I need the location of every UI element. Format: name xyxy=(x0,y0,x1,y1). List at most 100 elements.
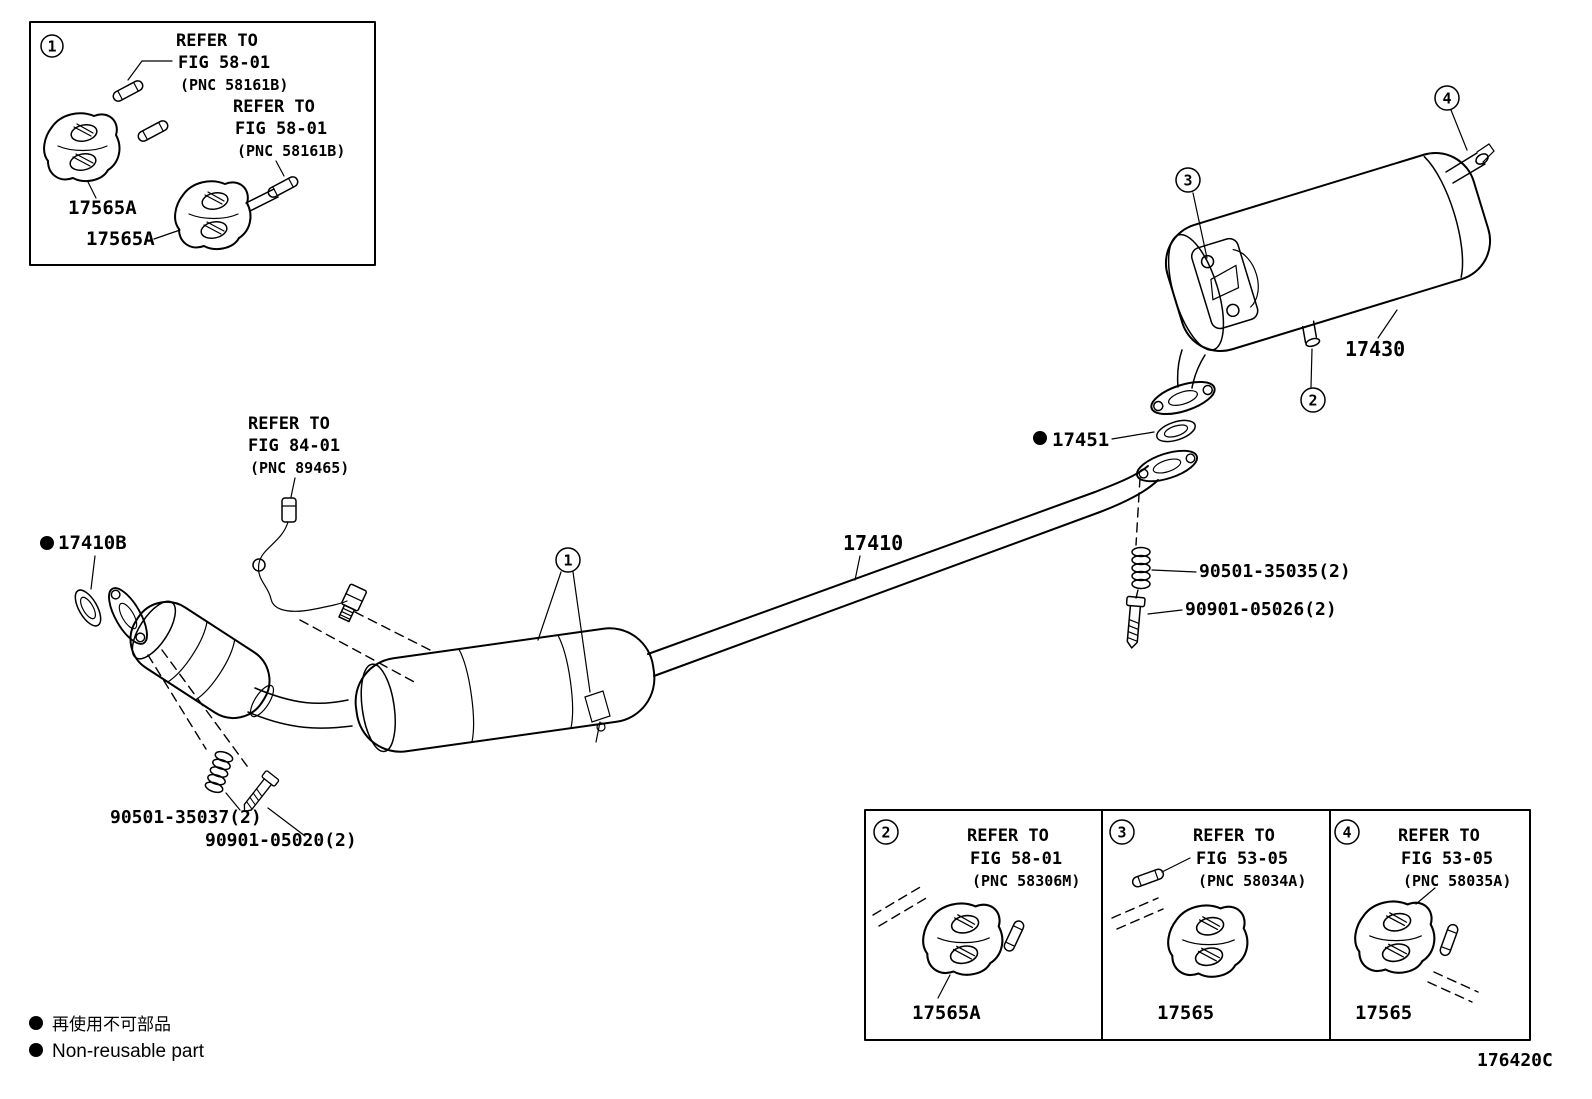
callout-circle[interactable] xyxy=(40,34,64,58)
spring-bolt xyxy=(1131,546,1151,590)
table-border xyxy=(864,809,1531,1041)
table-cell-3: 3 REFER TO FIG 53-05 (PNC 58034A) 17565 xyxy=(1109,819,1306,1024)
pipe-hanger-bracket xyxy=(584,690,611,743)
inset-box-border xyxy=(29,21,376,266)
leader-line xyxy=(854,555,861,581)
leader-line xyxy=(1151,569,1197,573)
legend-text-en: Non-reusable part xyxy=(52,1041,205,1062)
front-gasket-part-number[interactable]: 17410B xyxy=(58,532,127,554)
refer-text: REFER TO xyxy=(1398,826,1480,846)
fig-ref: FIG 58-01 xyxy=(235,119,327,139)
callout-3[interactable]: 3 xyxy=(1175,167,1208,259)
non-reusable-bullet xyxy=(1033,431,1047,445)
resonator-body xyxy=(354,627,656,753)
callout-4[interactable]: 4 xyxy=(1434,85,1468,151)
callout-2[interactable]: 2 xyxy=(1300,348,1326,413)
connecting-pipe xyxy=(254,687,349,705)
pnc-ref: (PNC 58306M) xyxy=(972,872,1080,890)
muffler-tailpipe xyxy=(1445,143,1495,184)
fig-ref: FIG 58-01 xyxy=(970,849,1062,869)
assembly-axis-dashed xyxy=(299,611,431,685)
catalytic-converter xyxy=(129,600,271,720)
non-reusable-bullet xyxy=(29,1043,43,1057)
callout-1[interactable]: 1 xyxy=(537,547,591,693)
callout-3-table[interactable]: 3 xyxy=(1109,819,1135,845)
fig-ref: FIG 53-05 xyxy=(1196,849,1288,869)
spring-bolt xyxy=(203,748,235,796)
non-reusable-bullet xyxy=(40,536,54,550)
muffler-assembly: 2 3 4 17430 xyxy=(1146,85,1495,422)
leader-line xyxy=(90,555,96,590)
callout-4-table[interactable]: 4 xyxy=(1334,819,1360,845)
leader-line xyxy=(937,974,951,999)
leader-line xyxy=(1111,431,1155,440)
muffler-part-number[interactable]: 17430 xyxy=(1345,337,1405,361)
inset-box-hangers: 1 REFER TO FIG 58-01 (PNC 58161B) REFER … xyxy=(29,21,376,266)
callout-1-inset[interactable]: 1 xyxy=(40,34,64,58)
leader-line xyxy=(225,792,241,811)
hanger-pin xyxy=(1001,918,1027,954)
refer-text: REFER TO xyxy=(967,826,1049,846)
hanger-part-number[interactable]: 17565A xyxy=(86,228,155,250)
leader-line xyxy=(1161,857,1191,873)
flange-bolt xyxy=(1122,595,1146,650)
callout-number: 1 xyxy=(47,38,56,56)
front-spring-bolt-part-number[interactable]: 90501-35037(2) xyxy=(110,807,262,828)
hanger-pin-dashed xyxy=(1427,971,1479,1003)
rear-spring-bolt-part-number[interactable]: 90501-35035(2) xyxy=(1199,561,1351,582)
pnc-ref: (PNC 58161B) xyxy=(180,76,288,94)
fig-ref: FIG 53-05 xyxy=(1401,849,1493,869)
diagram-code: 176420C xyxy=(1477,1050,1553,1071)
non-reusable-bullet xyxy=(29,1016,43,1030)
pipe-clamp-ring xyxy=(249,684,275,718)
leader-line xyxy=(290,477,296,498)
callout-number: 1 xyxy=(563,552,572,570)
callout-number: 4 xyxy=(1442,90,1451,108)
front-pipe-assembly: 17410B xyxy=(40,465,1159,753)
tail-pipe xyxy=(647,465,1149,655)
connecting-pipe xyxy=(247,711,353,729)
tail-pipe xyxy=(653,479,1159,677)
leader-line xyxy=(275,160,285,177)
hanger-part-number[interactable]: 17565 xyxy=(1157,1002,1214,1024)
front-pipe-part-number[interactable]: 17410 xyxy=(843,531,903,555)
leader-line xyxy=(1377,309,1398,339)
hanger-part-number[interactable]: 17565A xyxy=(68,197,137,219)
rear-joint: 17451 90501-35035(2) 90901-05026(2) xyxy=(1033,415,1351,650)
muffler-inlet-flange xyxy=(1146,374,1220,422)
leader-line xyxy=(267,807,306,837)
muffler-inlet-pipe xyxy=(1176,349,1206,389)
rear-gasket-part-number[interactable]: 17451 xyxy=(1052,429,1109,451)
callout-2-table[interactable]: 2 xyxy=(873,819,899,845)
exhaust-hanger xyxy=(922,902,1004,976)
callout-number: 2 xyxy=(881,824,890,842)
exhaust-hanger xyxy=(1167,904,1249,978)
pnc-ref: (PNC 58161B) xyxy=(237,142,345,160)
leader-line xyxy=(1147,609,1183,615)
rear-gasket xyxy=(1153,415,1199,447)
hanger-part-number[interactable]: 17565A xyxy=(912,1002,981,1024)
oxygen-sensor xyxy=(252,497,368,623)
leader-line xyxy=(153,229,181,240)
hanger-pin xyxy=(1130,867,1166,889)
hanger-part-number[interactable]: 17565 xyxy=(1355,1002,1412,1024)
hanger-pin xyxy=(1438,922,1460,958)
refer-text: REFER TO xyxy=(1193,826,1275,846)
table-cell-4: 4 REFER TO FIG 53-05 (PNC 58035A) 17565 xyxy=(1334,819,1511,1024)
leader-line xyxy=(1415,887,1436,905)
pipe-end-flange xyxy=(1132,443,1202,489)
fig-ref: FIG 84-01 xyxy=(248,436,340,456)
front-bolts: 90501-35037(2) 90901-05020(2) xyxy=(110,649,357,851)
refer-text: REFER TO xyxy=(233,97,315,117)
table-cell-2: 2 REFER TO FIG 58-01 (PNC 58306M) 17565A xyxy=(872,819,1080,1024)
oxygen-sensor-ref: REFER TO FIG 84-01 (PNC 89465) xyxy=(248,414,431,685)
front-flange-bolt-part-number[interactable]: 90901-05020(2) xyxy=(205,830,357,851)
leader-line xyxy=(87,181,97,199)
parts-table: 2 REFER TO FIG 58-01 (PNC 58306M) 17565A… xyxy=(864,809,1531,1041)
front-gasket xyxy=(69,585,107,631)
pnc-ref: (PNC 89465) xyxy=(250,459,349,477)
exhaust-hanger xyxy=(174,180,252,251)
rear-flange-bolt-part-number[interactable]: 90901-05026(2) xyxy=(1185,599,1337,620)
